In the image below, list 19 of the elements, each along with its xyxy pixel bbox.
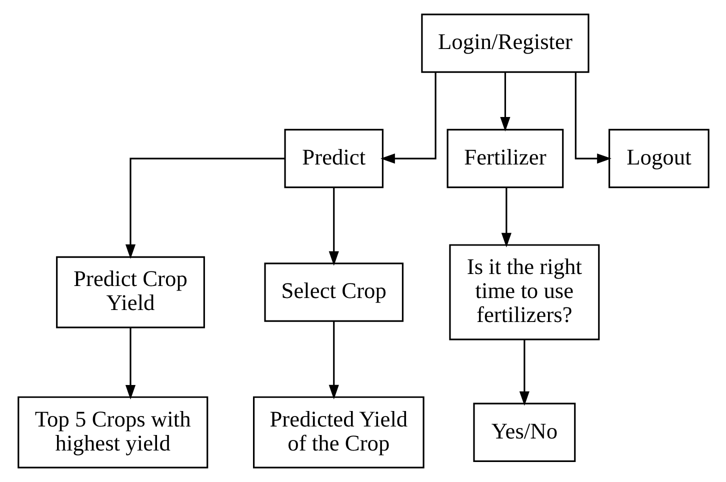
arrow <box>380 72 436 164</box>
arrow <box>124 328 136 400</box>
node-box: Fertilizer <box>446 128 564 188</box>
node-box: Predicted Yield of the Crop <box>252 396 424 468</box>
node-box: Is it the right time to use fertilizers? <box>448 244 600 340</box>
node-box: Login/Register <box>420 14 589 73</box>
node-box: Top 5 Crops with highest yield <box>17 396 208 468</box>
node-box: Logout <box>608 128 709 188</box>
node-box: Select Crop <box>264 262 404 322</box>
arrow <box>574 72 611 164</box>
node-box: Predict Crop Yield <box>56 256 204 328</box>
arrow <box>124 158 284 259</box>
node-box: Yes/No <box>472 402 576 462</box>
arrow <box>500 72 510 132</box>
arrow <box>500 188 511 248</box>
node-box: Predict <box>284 128 384 188</box>
arrow <box>328 321 338 400</box>
arrow <box>518 340 529 406</box>
arrow <box>328 188 338 266</box>
